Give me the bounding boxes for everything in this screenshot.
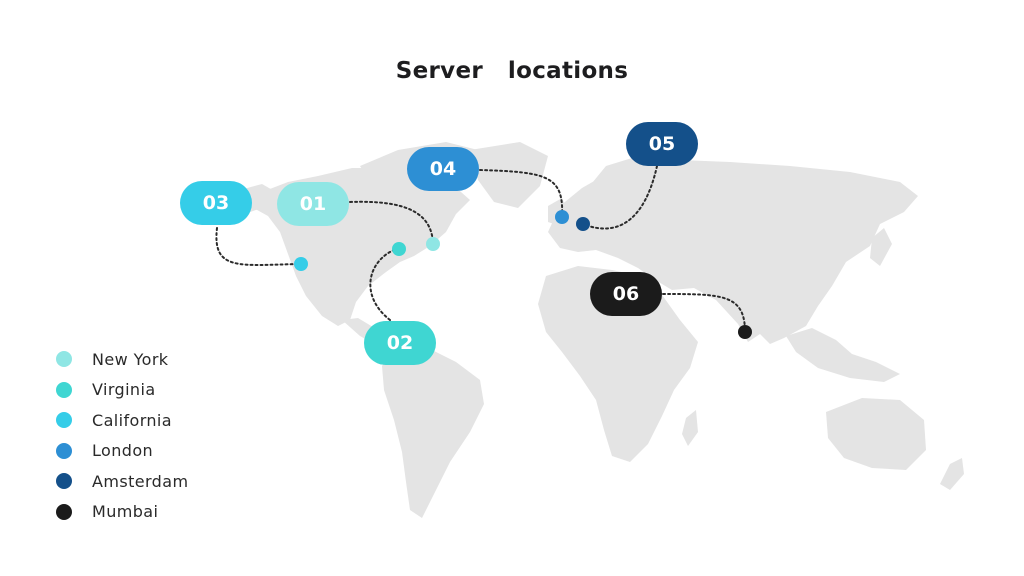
label-pill-amsterdam[interactable]: 05 [626, 122, 698, 166]
connector-amsterdam [582, 165, 658, 230]
legend-label-california: California [92, 410, 172, 430]
marker-virginia[interactable] [392, 242, 406, 256]
legend-item-virginia: Virginia [56, 375, 188, 406]
legend-label-mumbai: Mumbai [92, 502, 159, 522]
legend-dot-virginia [56, 381, 72, 398]
new-zealand-shape [940, 458, 964, 490]
legend-dot-mumbai [56, 503, 72, 520]
legend: New York Virginia California London Amst… [56, 344, 188, 527]
madagascar-shape [682, 410, 698, 446]
greenland-shape [470, 142, 548, 208]
page-title: Server locations [395, 58, 629, 84]
marker-california[interactable] [294, 257, 308, 271]
africa-shape [538, 266, 698, 462]
connector-london [479, 169, 564, 218]
southeast-asia-shape [786, 328, 900, 382]
marker-london[interactable] [555, 210, 569, 224]
legend-item-mumbai: Mumbai [56, 497, 188, 528]
legend-label-new-york: New York [92, 349, 169, 369]
legend-item-london: London [56, 436, 188, 467]
label-pill-virginia[interactable]: 02 [364, 321, 436, 365]
legend-label-london: London [92, 441, 154, 461]
legend-item-new-york: New York [56, 344, 188, 375]
legend-dot-london [56, 442, 72, 459]
south-america-shape [382, 346, 484, 518]
japan-shape [870, 228, 892, 266]
label-pill-california[interactable]: 03 [180, 181, 252, 225]
connector-california [215, 227, 302, 266]
legend-dot-new-york [56, 351, 72, 368]
marker-amsterdam[interactable] [576, 217, 590, 231]
connector-mumbai [662, 293, 746, 333]
label-pill-mumbai[interactable]: 06 [590, 272, 662, 316]
legend-label-amsterdam: Amsterdam [92, 471, 189, 491]
label-pill-new-york[interactable]: 01 [277, 182, 349, 226]
label-pill-london[interactable]: 04 [407, 147, 479, 191]
marker-new-york[interactable] [426, 237, 440, 251]
legend-dot-amsterdam [56, 473, 72, 490]
legend-label-virginia: Virginia [92, 380, 156, 400]
location-markers [294, 210, 752, 339]
marker-mumbai[interactable] [738, 325, 752, 339]
scandinavia-shape [588, 158, 646, 202]
legend-item-amsterdam: Amsterdam [56, 466, 188, 497]
connector-virginia [369, 247, 400, 321]
legend-dot-california [56, 412, 72, 429]
australia-shape [826, 398, 926, 470]
eurasia-shape [548, 160, 918, 344]
connector-new-york [349, 200, 434, 245]
land-masses [236, 142, 964, 518]
connector-lines [215, 165, 746, 333]
legend-item-california: California [56, 405, 188, 436]
